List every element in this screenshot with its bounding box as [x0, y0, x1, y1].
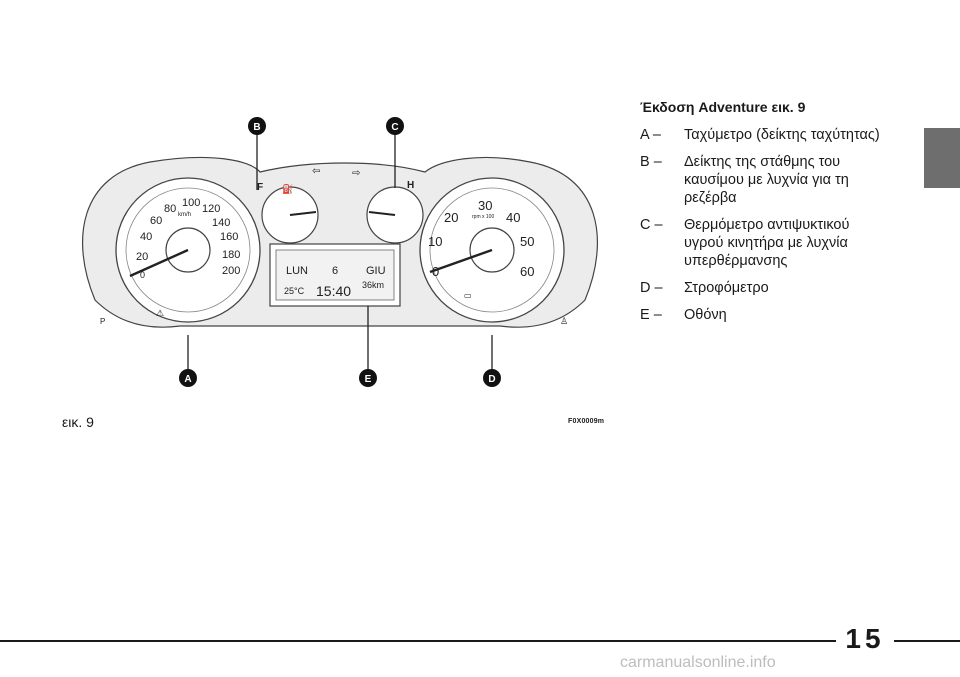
parking-light-icon: P — [100, 317, 105, 326]
speedometer: 0 20 40 60 80 100 120 140 160 180 200 km… — [115, 177, 261, 323]
callout-b: B — [248, 117, 266, 135]
warning-triangle-icon: ⚠ — [156, 308, 164, 318]
legend-item: B – Δείκτης της στάθμης του καυσίμου με … — [640, 153, 880, 207]
legend-item: E – Οθόνη — [640, 306, 880, 324]
legend-text: Στροφόμετρο — [684, 280, 769, 296]
display-screen: LUN 6 GIU 25°C 15:40 36km — [269, 243, 401, 307]
display-day: LUN — [286, 265, 308, 277]
temp-hot-label: H — [407, 180, 414, 191]
tachometer-tick: 0 — [432, 264, 439, 279]
svg-text:B: B — [253, 122, 260, 133]
tachometer-tick: 50 — [520, 234, 534, 249]
speedometer-tick: 180 — [222, 249, 240, 261]
callout-e: E — [359, 369, 377, 387]
callout-c: C — [386, 117, 404, 135]
tachometer-tick: 60 — [520, 264, 534, 279]
legend-item: A – Ταχύμετρο (δείκτης ταχύτητας) — [640, 126, 880, 144]
speedometer-tick: 60 — [150, 215, 162, 227]
svg-text:C: C — [391, 122, 398, 133]
svg-text:A: A — [184, 374, 191, 385]
display-temperature: 25°C — [284, 286, 305, 296]
legend-text: Οθόνη — [684, 307, 727, 323]
speedometer-tick: 0 — [140, 270, 145, 280]
callout-lines — [187, 132, 493, 372]
watermark: carmanualsonline.info — [620, 654, 776, 671]
callout-d: D — [483, 369, 501, 387]
speedometer-tick: 200 — [222, 265, 240, 277]
tachometer: 0 10 20 30 40 50 60 rpm x 100 — [419, 177, 565, 323]
display-date: 6 — [332, 265, 338, 277]
section-thumb-tab — [924, 128, 960, 188]
legend-text: Δείκτης της στάθμης του καυσίμου με λυχν… — [684, 154, 849, 206]
battery-icon: ▭ — [464, 291, 472, 300]
speedometer-tick: 20 — [136, 251, 148, 263]
seatbelt-icon: ♙ — [560, 316, 568, 326]
fuel-gauge: F ⛽ — [257, 182, 319, 244]
speedometer-tick: 80 — [164, 203, 176, 215]
fuel-pump-icon: ⛽ — [282, 183, 293, 194]
display-trip: 36km — [362, 280, 384, 290]
speedometer-tick: 40 — [140, 231, 152, 243]
tachometer-tick: 40 — [506, 210, 520, 225]
speedometer-tick: 120 — [202, 203, 220, 215]
legend-key: C – — [640, 217, 663, 233]
fuel-full-label: F — [257, 182, 263, 193]
svg-text:E: E — [365, 374, 372, 385]
legend-item: C – Θερμόμετρο αντιψυκτικού υγρού κινητή… — [640, 216, 880, 270]
speedometer-tick: 140 — [212, 217, 230, 229]
tachometer-unit: rpm x 100 — [472, 214, 494, 220]
legend-key: B – — [640, 154, 662, 170]
turn-right-icon: ⇨ — [352, 168, 360, 179]
display-month: GIU — [366, 265, 386, 277]
svg-text:D: D — [488, 374, 495, 385]
legend-item: D – Στροφόμετρο — [640, 279, 880, 297]
tachometer-tick: 30 — [478, 198, 492, 213]
turn-left-icon: ⇦ — [312, 166, 320, 177]
legend-key: E – — [640, 307, 662, 323]
display-time: 15:40 — [316, 283, 351, 299]
page-number: 15 — [836, 622, 894, 656]
speedometer-unit: km/h — [178, 212, 191, 218]
legend-key: D – — [640, 280, 663, 296]
legend-text: Θερμόμετρο αντιψυκτικού υγρού κινητήρα μ… — [684, 217, 850, 269]
section-title: Έκδοση Adventure εικ. 9 — [640, 99, 806, 115]
speedometer-tick: 100 — [182, 197, 200, 209]
speedometer-tick: 160 — [220, 231, 238, 243]
callout-a: A — [179, 369, 197, 387]
tachometer-tick: 10 — [428, 234, 442, 249]
legend-section: Έκδοση Adventure εικ. 9 A – Ταχύμετρο (δ… — [640, 98, 880, 333]
legend-text: Ταχύμετρο (δείκτης ταχύτητας) — [684, 127, 880, 143]
figure-code: F0X0009m — [568, 418, 605, 425]
tachometer-tick: 20 — [444, 210, 458, 225]
instrument-cluster-figure: 0 20 40 60 80 100 120 140 160 180 200 km… — [81, 117, 599, 387]
footer-rule — [0, 640, 960, 642]
legend-key: A – — [640, 127, 661, 143]
figure-caption: εικ. 9 — [62, 414, 94, 430]
